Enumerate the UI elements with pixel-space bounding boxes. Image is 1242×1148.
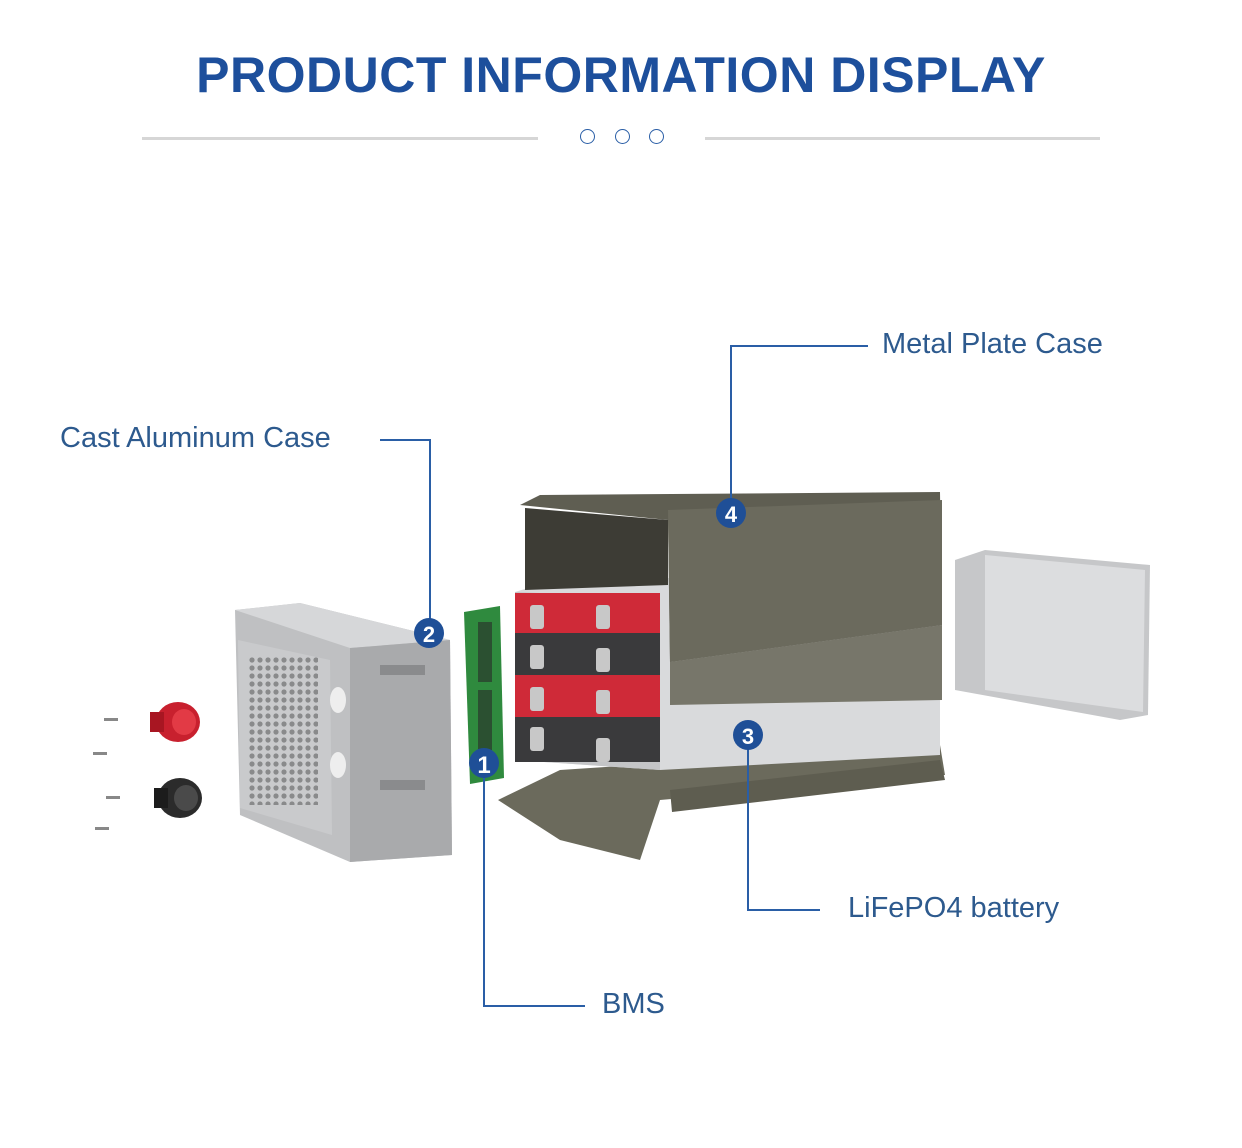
base-bracket xyxy=(498,745,945,860)
label-metal-plate-case: Metal Plate Case xyxy=(882,328,1103,360)
decorative-circle xyxy=(649,129,664,144)
label-cast-aluminum-case: Cast Aluminum Case xyxy=(60,422,331,454)
positive-terminal xyxy=(150,702,200,742)
svg-text:2: 2 xyxy=(423,622,435,647)
screws xyxy=(93,718,120,830)
cast-aluminum-case xyxy=(235,603,452,862)
badge-4: 4 xyxy=(716,498,746,528)
leader-lines xyxy=(380,345,868,1007)
metal-plate-case xyxy=(520,492,942,705)
label-lifepo4-battery: LiFePO4 battery xyxy=(848,892,1060,924)
divider-right xyxy=(705,137,1100,140)
divider-left xyxy=(142,137,538,140)
side-cover xyxy=(955,550,1150,720)
svg-text:1: 1 xyxy=(477,752,490,779)
page-title: PRODUCT INFORMATION DISPLAY xyxy=(196,47,1046,103)
negative-terminal xyxy=(154,778,202,818)
bms-board xyxy=(464,606,504,784)
decorative-circle xyxy=(580,129,595,144)
svg-text:3: 3 xyxy=(742,724,754,749)
decorative-circle xyxy=(615,129,630,144)
badge-2: 2 xyxy=(414,618,444,648)
badge-3: 3 xyxy=(733,720,763,750)
svg-text:4: 4 xyxy=(725,502,738,527)
label-bms: BMS xyxy=(602,988,665,1020)
badge-1: 1 xyxy=(469,748,499,779)
